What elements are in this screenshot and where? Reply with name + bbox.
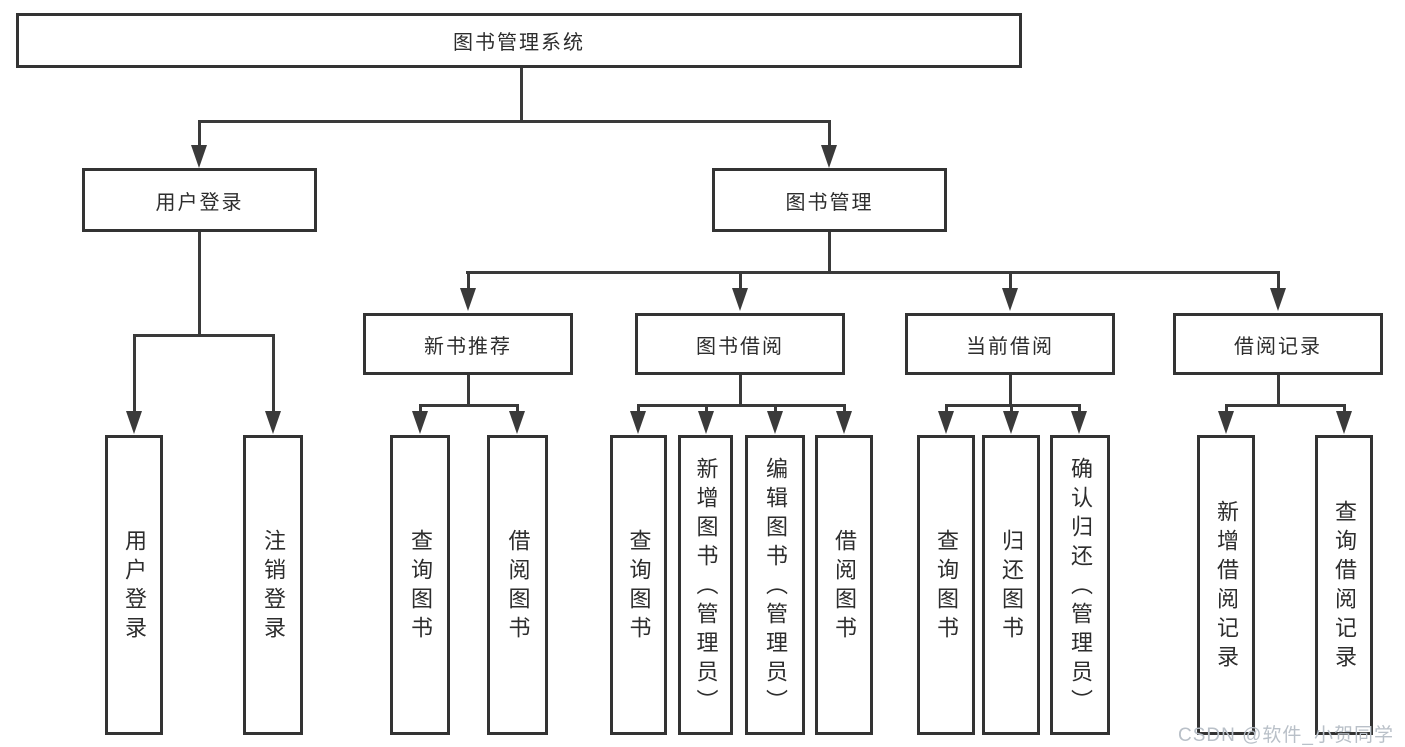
- connector-line: [774, 404, 777, 413]
- connector-line: [516, 404, 519, 413]
- connector-line: [945, 404, 1081, 407]
- leaf-add-book-admin: 新增图书（管理员）: [678, 435, 733, 735]
- connector-line: [1343, 404, 1346, 413]
- leaf-add-borrow-record: 新增借阅记录: [1197, 435, 1255, 735]
- connector-line: [466, 271, 1280, 274]
- node-current-borrowing: 当前借阅: [905, 313, 1115, 375]
- arrowhead-down-icon: [938, 411, 954, 434]
- arrowhead-down-icon: [412, 411, 428, 434]
- arrowhead-down-icon: [630, 411, 646, 434]
- arrowhead-down-icon: [1270, 288, 1286, 311]
- connector-line: [1010, 404, 1013, 413]
- connector-line: [945, 404, 948, 413]
- arrowhead-down-icon: [460, 288, 476, 311]
- arrowhead-down-icon: [1336, 411, 1352, 434]
- leaf-borrow-books-recommend: 借阅图书: [487, 435, 548, 735]
- leaf-query-books-current: 查询图书: [917, 435, 975, 735]
- connector-line: [1009, 375, 1012, 406]
- arrowhead-down-icon: [836, 411, 852, 434]
- node-new-book-recommendation: 新书推荐: [363, 313, 573, 375]
- connector-line: [1225, 404, 1345, 407]
- connector-line: [467, 271, 470, 289]
- connector-line: [272, 334, 275, 412]
- connector-line: [1009, 271, 1012, 289]
- connector-line: [637, 404, 845, 407]
- connector-line: [739, 375, 742, 406]
- leaf-user-login: 用户登录: [105, 435, 163, 735]
- connector-line: [843, 404, 846, 413]
- connector-line: [520, 68, 523, 121]
- node-book-borrowing: 图书借阅: [635, 313, 845, 375]
- connector-line: [198, 120, 201, 146]
- connector-line: [198, 120, 831, 123]
- leaf-query-books-recommend: 查询图书: [390, 435, 450, 735]
- leaf-logout: 注销登录: [243, 435, 303, 735]
- connector-line: [739, 271, 742, 289]
- leaf-return-books: 归还图书: [982, 435, 1040, 735]
- leaf-borrow-books-borrowing: 借阅图书: [815, 435, 873, 735]
- csdn-watermark: CSDN @软件_小贺同学: [1178, 725, 1394, 746]
- node-user-login: 用户登录: [82, 168, 317, 232]
- leaf-confirm-return-admin: 确认归还（管理员）: [1050, 435, 1110, 735]
- arrowhead-down-icon: [509, 411, 525, 434]
- arrowhead-down-icon: [126, 411, 142, 434]
- connector-line: [133, 334, 136, 412]
- connector-line: [705, 404, 708, 413]
- connector-line: [1277, 375, 1280, 406]
- connector-line: [828, 120, 831, 146]
- connector-line: [198, 232, 201, 336]
- arrowhead-down-icon: [732, 288, 748, 311]
- leaf-query-books-borrowing: 查询图书: [610, 435, 667, 735]
- arrowhead-down-icon: [767, 411, 783, 434]
- leaf-query-borrow-record: 查询借阅记录: [1315, 435, 1373, 735]
- connector-line: [637, 404, 640, 413]
- connector-line: [828, 232, 831, 274]
- connector-line: [1277, 271, 1280, 289]
- connector-line: [419, 404, 422, 413]
- connector-line: [419, 404, 519, 407]
- node-book-management: 图书管理: [712, 168, 947, 232]
- leaf-edit-book-admin: 编辑图书（管理员）: [745, 435, 805, 735]
- node-library-management-system: 图书管理系统: [16, 13, 1022, 68]
- connector-line: [133, 334, 275, 337]
- connector-line: [1225, 404, 1228, 413]
- arrowhead-down-icon: [265, 411, 281, 434]
- arrowhead-down-icon: [1002, 288, 1018, 311]
- arrowhead-down-icon: [1218, 411, 1234, 434]
- arrowhead-down-icon: [698, 411, 714, 434]
- arrowhead-down-icon: [1071, 411, 1087, 434]
- connector-line: [467, 375, 470, 406]
- arrowhead-down-icon: [821, 145, 837, 168]
- connector-line: [1078, 404, 1081, 413]
- arrowhead-down-icon: [1003, 411, 1019, 434]
- arrowhead-down-icon: [191, 145, 207, 168]
- node-borrowing-records: 借阅记录: [1173, 313, 1383, 375]
